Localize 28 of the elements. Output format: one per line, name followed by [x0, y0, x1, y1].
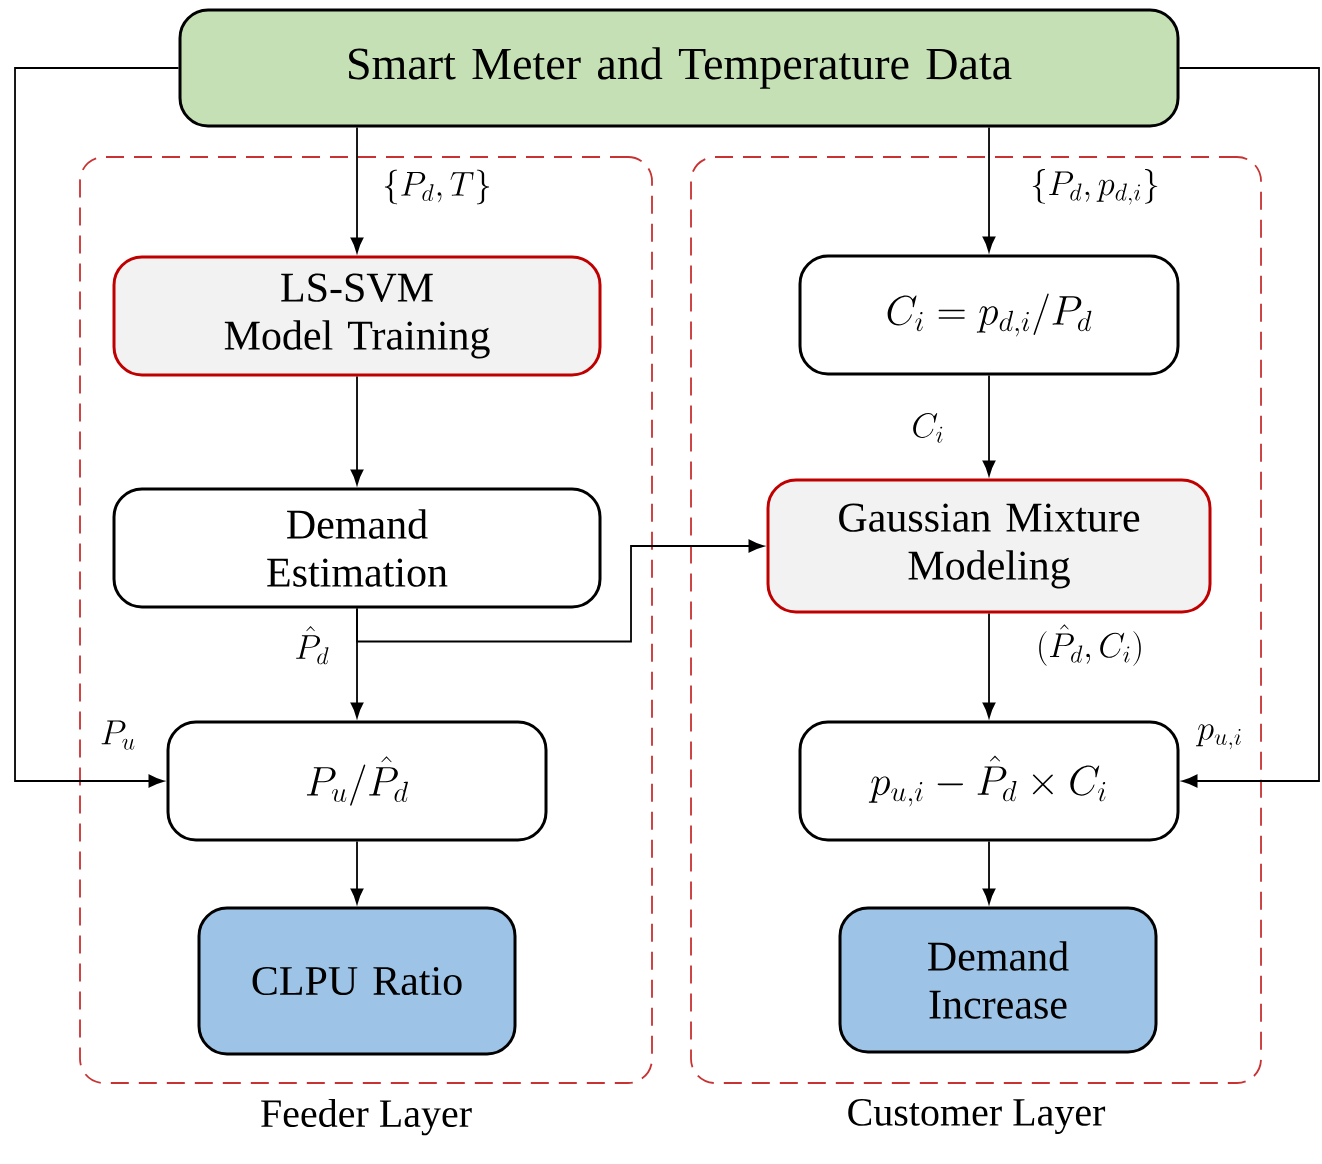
process-box: Gaussian Mixture Modeling: [766, 478, 1212, 614]
process-box: LS-SVM Model Training: [112, 255, 602, 377]
arrow: [350, 126, 364, 253]
arrow: [350, 375, 364, 485]
formula-box: $P_u/\hat{P}_d$: [166, 720, 548, 842]
arrow: [350, 840, 364, 904]
process-box: Demand Increase: [838, 906, 1158, 1054]
arrow: [982, 612, 996, 718]
arrow: [982, 126, 996, 252]
formula-box: $p_{u,i} - \hat{P}_d \times C_i$: [798, 720, 1180, 842]
edge-label: $p_{u,i}$: [1196, 724, 1241, 750]
node-label: Customer Layer: [848, 1098, 1106, 1135]
edge-label: $C_i$: [913, 412, 943, 443]
process-box: CLPU Ratio: [197, 906, 517, 1056]
arrow: [14, 67, 180, 788]
arrow: [356, 539, 764, 643]
edge-label: $(\hat{P}_d, C_i)$: [1039, 624, 1141, 666]
process-box: Smart Meter and Temperature Data: [178, 8, 1180, 128]
arrow: [982, 840, 996, 904]
node-label: Feeder Layer: [261, 1098, 472, 1136]
formula-box: $C_i = p_{d,i}/P_d$: [798, 254, 1180, 376]
arrow: [982, 374, 996, 476]
edge-label: $P_u$: [101, 720, 135, 750]
process-box: Demand Estimation: [112, 487, 602, 609]
edge-label: $\{P_d, p_{d,i}\}$: [1032, 169, 1158, 205]
arrow: [1178, 67, 1320, 788]
edge-label: $\hat{P}_d$: [296, 626, 329, 665]
edge-label: $\{P_d, T\}$: [384, 169, 490, 205]
